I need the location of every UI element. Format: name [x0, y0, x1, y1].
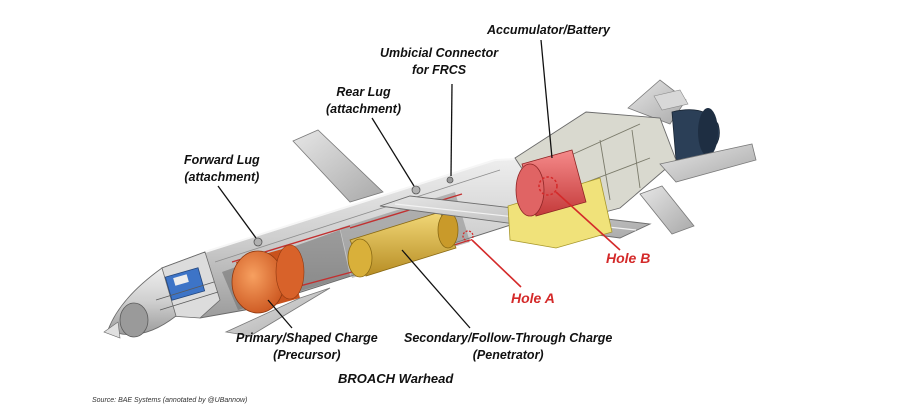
forward-lug-marker: [253, 237, 263, 247]
label-rear-lug-line2: (attachment): [326, 102, 402, 116]
label-secondary-line2: (Penetrator): [472, 348, 544, 362]
rear-lug-marker: [411, 185, 421, 195]
label-hole-a-text: Hole A: [511, 290, 555, 306]
umbilical-marker: [446, 176, 454, 184]
tail-fin-bottom: [639, 185, 695, 235]
label-primary-line1: Primary/Shaped Charge: [236, 331, 378, 345]
label-primary-line2: (Precursor): [273, 348, 341, 362]
label-forward-lug-line2: (attachment): [184, 170, 260, 184]
label-rear-lug-line1: Rear Lug: [336, 85, 391, 99]
nose-section: [103, 251, 221, 339]
source-credit: Source: BAE Systems (annotated by @UBann…: [92, 397, 248, 404]
label-primary-charge: Primary/Shaped Charge (Precursor): [236, 330, 378, 364]
label-secondary-line1: Secondary/Follow-Through Charge: [404, 331, 613, 345]
leader-secondary: [401, 249, 471, 329]
label-hole-a: Hole A: [511, 290, 555, 307]
label-secondary-charge: Secondary/Follow-Through Charge (Penetra…: [404, 330, 612, 364]
tail-fin-top: [627, 79, 689, 125]
leader-lines: [217, 39, 553, 329]
leader-umbilical: [450, 83, 453, 177]
leader-rear-lug: [371, 117, 415, 187]
label-rear-lug: Rear Lug (attachment): [326, 84, 401, 118]
wing-upper-left: [292, 129, 384, 203]
hole-a-marker: [462, 230, 474, 242]
label-hole-b: Hole B: [606, 250, 650, 267]
leader-hole-b: [555, 191, 621, 251]
label-umbilical-line1: Umbicial Connector: [380, 46, 499, 60]
label-forward-lug-line1: Forward Lug: [184, 153, 260, 167]
label-accumulator-text: Accumulator/Battery: [487, 23, 610, 37]
leader-forward-lug: [217, 185, 257, 239]
leader-accumulator: [540, 39, 553, 159]
tail-fin-right: [659, 143, 757, 183]
secondary-charge: [347, 211, 459, 278]
primary-charge: [231, 244, 305, 314]
leader-primary: [267, 299, 293, 329]
hole-b-marker: [538, 176, 558, 196]
diagram-caption: BROACH Warhead: [338, 371, 454, 386]
label-forward-lug: Forward Lug (attachment): [184, 152, 260, 186]
red-leader-lines: [471, 191, 621, 288]
tail-cone: [671, 108, 720, 161]
battery: [515, 149, 587, 217]
label-hole-b-text: Hole B: [606, 250, 651, 266]
label-accumulator: Accumulator/Battery: [487, 22, 610, 39]
battery-housing: [507, 177, 613, 249]
label-umbilical: Umbicial Connector for FRCS: [380, 45, 498, 79]
leader-hole-a: [471, 239, 522, 288]
label-umbilical-line2: for FRCS: [411, 63, 467, 77]
